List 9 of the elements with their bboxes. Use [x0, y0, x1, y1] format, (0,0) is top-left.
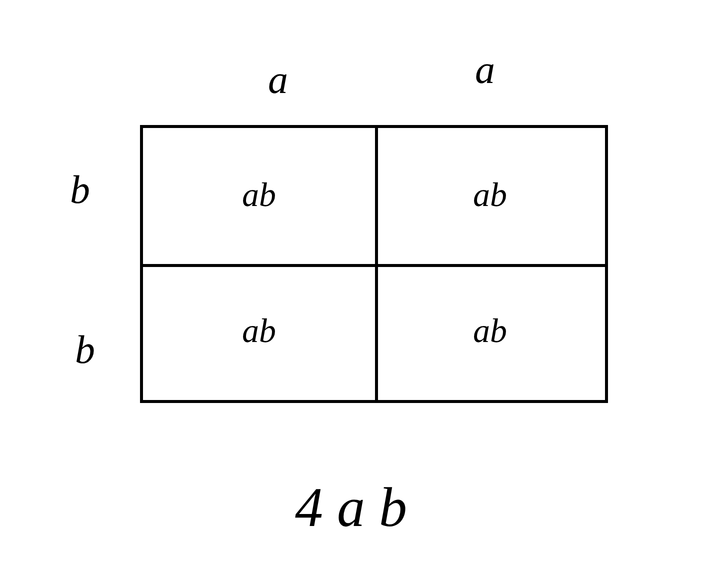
dimension-label: a: [268, 60, 288, 100]
grid-cell: ab: [375, 125, 608, 267]
grid-cell: ab: [375, 264, 608, 403]
dimension-label: b: [75, 330, 95, 370]
grid-cell: ab: [140, 125, 378, 267]
area-expression: 4 a b: [295, 480, 407, 536]
dimension-label: a: [475, 50, 495, 90]
dimension-label: b: [70, 170, 90, 210]
grid-cell: ab: [140, 264, 378, 403]
